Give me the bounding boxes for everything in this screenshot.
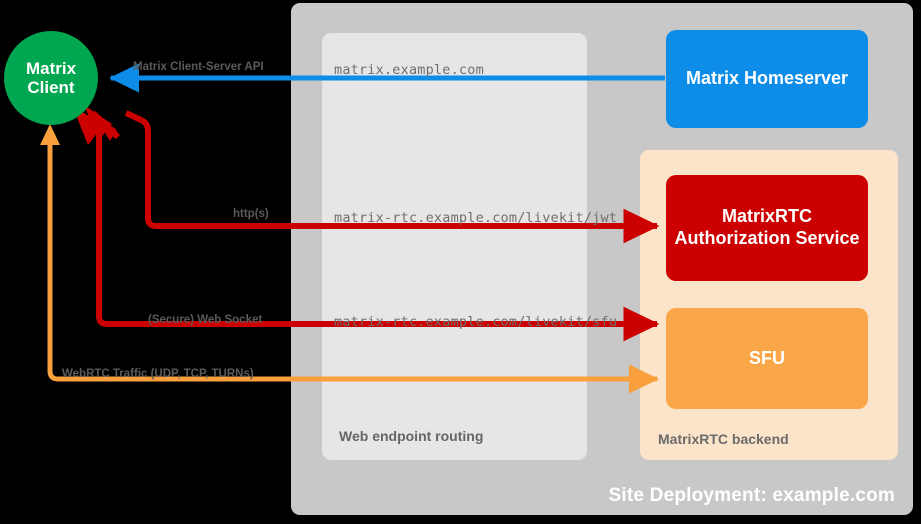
node-sfu[interactable]: SFU <box>666 308 868 409</box>
web-endpoint-routing-label: Web endpoint routing <box>339 428 484 444</box>
edge-label-secure-web-socket: (Secure) Web Socket <box>148 314 263 326</box>
node-matrixrtc-authorization-service[interactable]: MatrixRTC Authorization Service <box>666 175 868 281</box>
matrixrtc-backend-label: MatrixRTC backend <box>658 431 789 447</box>
endpoint-label-livekit-sfu: matrix-rtc.example.com/livekit/sfu <box>334 314 618 330</box>
node-matrix-homeserver[interactable]: Matrix Homeserver <box>666 30 868 128</box>
site-deployment-label: Site Deployment: example.com <box>608 485 895 506</box>
connection-secure-web-socket <box>74 110 660 342</box>
endpoint-label-livekit-jwt: matrix-rtc.example.com/livekit/jwt <box>334 210 618 226</box>
sfu-label: SFU <box>749 347 785 368</box>
edge-label-http: http(s) <box>233 208 269 220</box>
endpoint-label-matrix: matrix.example.com <box>334 62 484 78</box>
connection-http-jwt <box>84 105 660 244</box>
matrix-homeserver-label: Matrix Homeserver <box>685 68 849 89</box>
matrixrtc-authorization-service-label: MatrixRTC Authorization Service <box>674 206 860 248</box>
matrix-client-line-2: Client <box>27 78 75 97</box>
edge-label-matrix-client-server-api: Matrix Client-Server API <box>133 61 264 73</box>
node-matrix-client[interactable]: Matrix Client <box>4 31 98 125</box>
web-endpoint-routing-container: Web endpoint routing <box>322 33 587 460</box>
edge-label-webrtc-traffic: WebRTC Traffic (UDP, TCP, TURNs) <box>62 368 254 380</box>
connection-webrtc-traffic <box>40 124 660 394</box>
matrix-client-line-1: Matrix <box>25 58 77 78</box>
